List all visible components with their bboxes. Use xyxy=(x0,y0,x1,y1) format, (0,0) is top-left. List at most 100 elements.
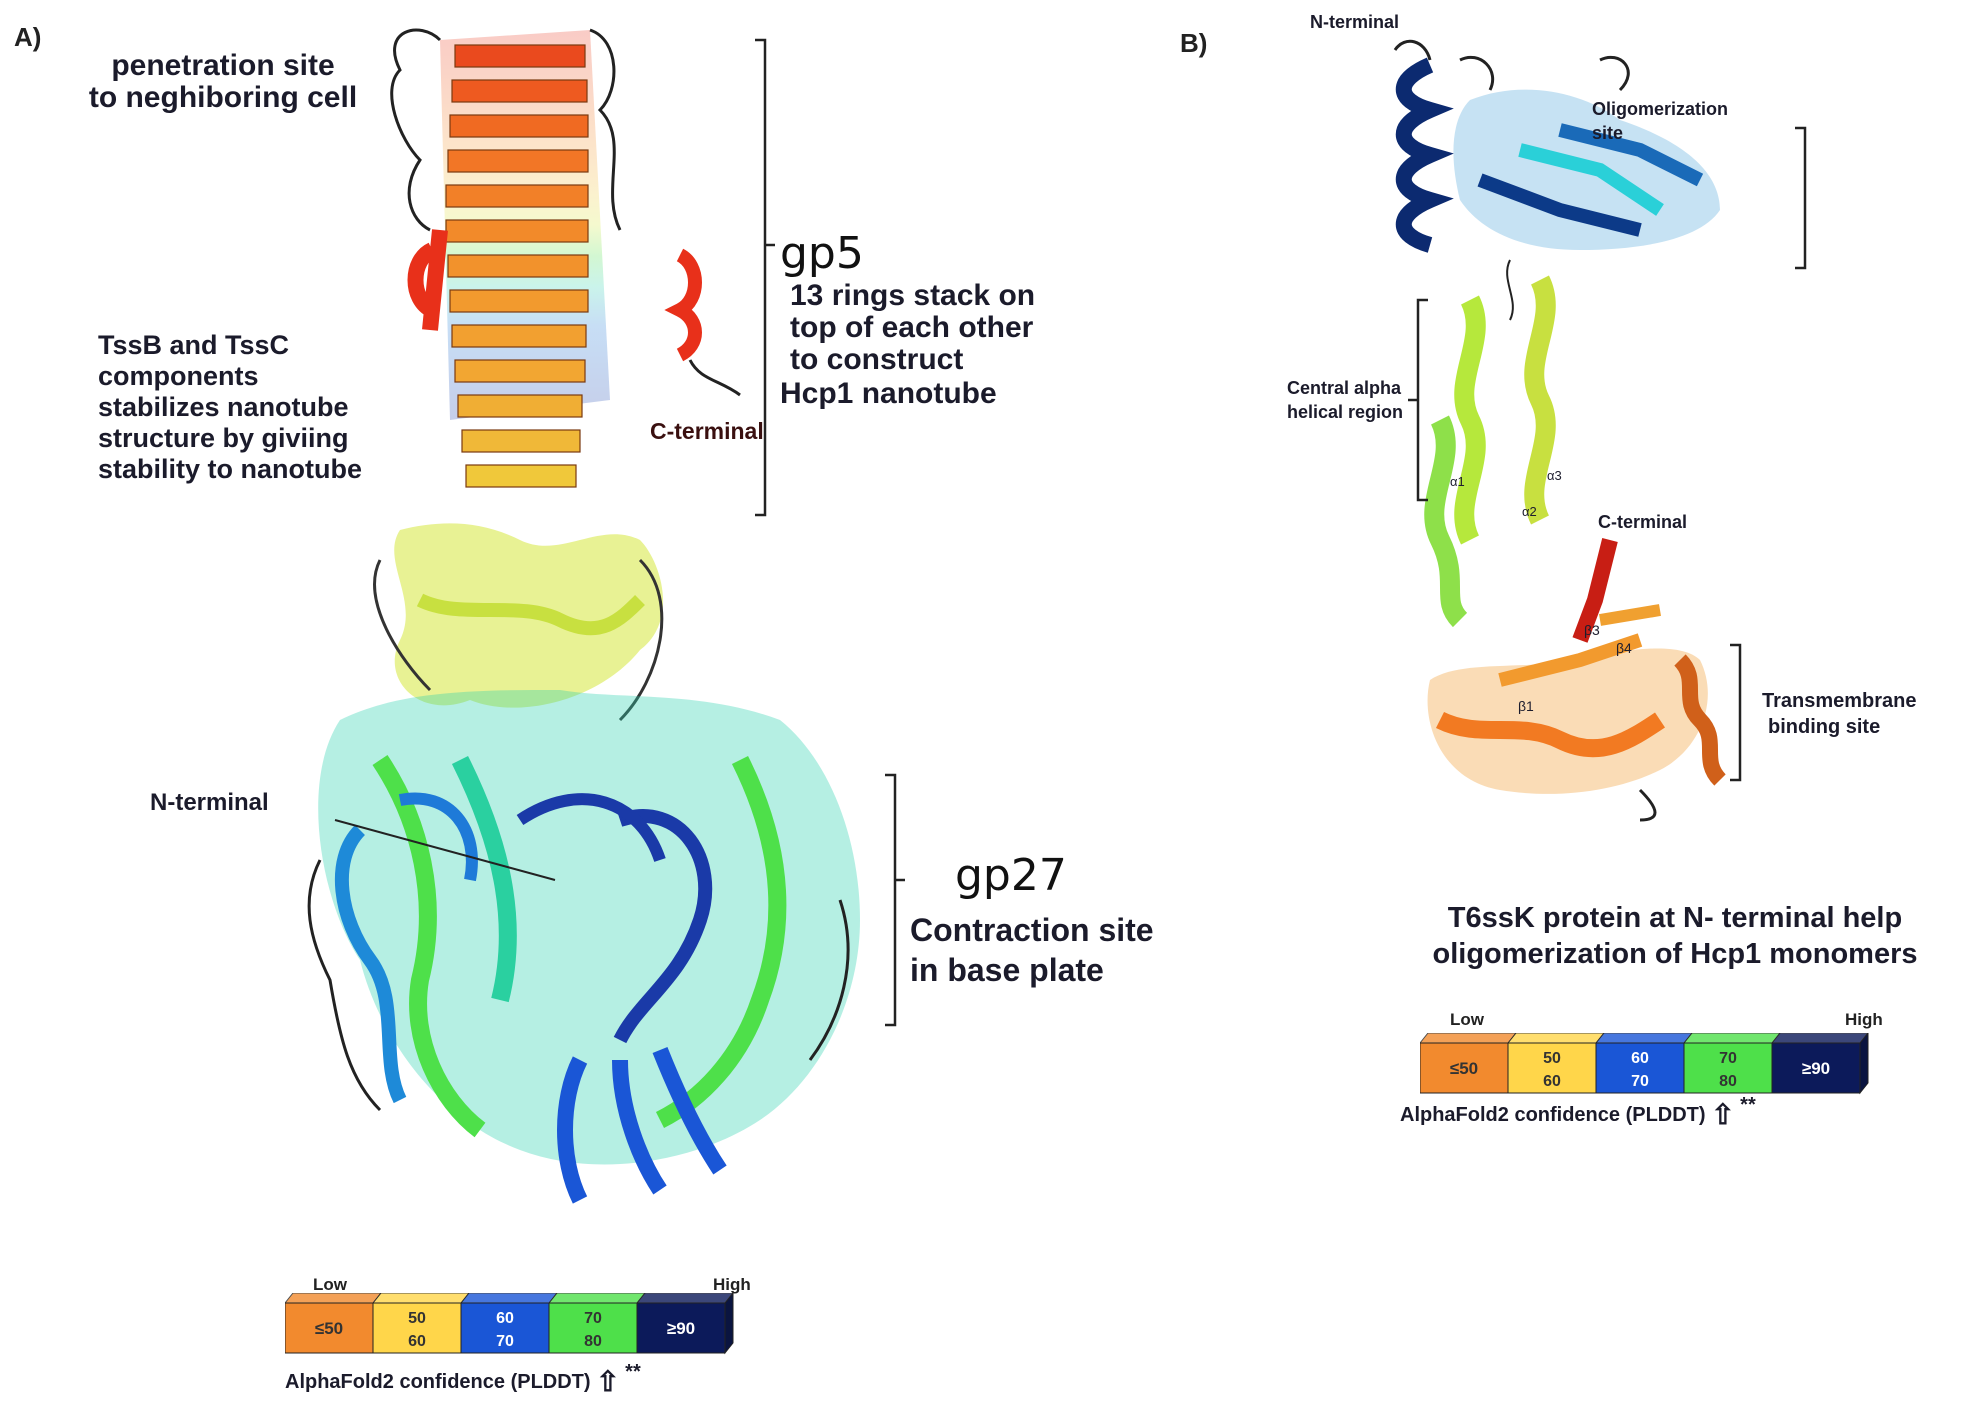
panel-b-brackets xyxy=(1408,126,1807,782)
b-legend-bin-0 xyxy=(1420,1042,1509,1094)
b-legend-bin-label-top-1: 50 xyxy=(1543,1050,1561,1067)
b-legend-bin-label-4: ≥90 xyxy=(1802,1059,1830,1078)
a-legend-bin-top-2 xyxy=(459,1293,558,1304)
a-legend-side xyxy=(724,1293,734,1355)
a-legend-bin-label-bottom-2: 70 xyxy=(496,1333,514,1350)
b-legend-bin-label-bottom-2: 70 xyxy=(1631,1073,1649,1090)
gp5-description: 13 rings stack on top of each other to c… xyxy=(790,280,1035,376)
a-legend-bin-label-4: ≥90 xyxy=(667,1319,695,1338)
b-legend-bin-top-4 xyxy=(1770,1033,1869,1044)
gp5-desc-line-2: top of each other xyxy=(790,311,1034,344)
ss-beta3: β3 xyxy=(1584,622,1600,638)
up-arrow-icon: ⇧ xyxy=(1711,1099,1735,1130)
b-legend-bin-label-top-3: 70 xyxy=(1719,1050,1737,1067)
olig-line-1: Oligomerization xyxy=(1592,99,1729,119)
panel-a-label: A) xyxy=(14,22,42,52)
middle-domain xyxy=(373,523,664,722)
tssb-tssc-label: TssB and TssC components stabilizes nano… xyxy=(98,330,362,485)
legend-bar-b: ≤50 50 60 60 70 70 80 ≥90 xyxy=(1420,1033,1869,1095)
olig-line-2: site xyxy=(1592,123,1624,143)
b-legend-bin-top-2 xyxy=(1594,1033,1693,1044)
up-arrow-icon: ⇧ xyxy=(596,1366,620,1397)
b-legend-side xyxy=(1859,1033,1869,1095)
b-legend-bin-top-1 xyxy=(1506,1033,1605,1044)
panel-b-structure xyxy=(1393,39,1727,822)
tss-line-2: components xyxy=(98,361,259,391)
b-legend-bin-label-bottom-1: 60 xyxy=(1543,1073,1561,1090)
legend-caption-text-a: AlphaFold2 confidence (PLDDT) xyxy=(285,1371,591,1393)
penetration-line-1: penetration site xyxy=(111,49,335,82)
panel-b-caption: T6ssK protein at N- terminal help oligom… xyxy=(1380,900,1970,972)
b-legend-bin-label-bottom-3: 80 xyxy=(1719,1073,1737,1090)
n-terminal-label-b: N-terminal xyxy=(1310,12,1400,32)
gp27-bracket xyxy=(885,773,905,1027)
ss-beta1: β1 xyxy=(1518,698,1534,714)
caption-line-1: T6ssK protein at N- terminal help xyxy=(1447,902,1903,934)
legend-stars-a: ** xyxy=(625,1361,641,1383)
oligomerization-site-label: Oligomerization site xyxy=(1592,97,1728,145)
legend-stars-b: ** xyxy=(1740,1094,1756,1116)
gp27-desc-line-2: in base plate xyxy=(910,952,1104,988)
c-terminal-label-a: C-terminal xyxy=(650,418,764,444)
a-legend-bin-label-0: ≤50 xyxy=(315,1319,343,1338)
gp27-title: gp27 xyxy=(955,850,1067,901)
a-legend-bin-top-4 xyxy=(635,1293,734,1304)
tm-line-1: Transmembrane xyxy=(1762,690,1917,712)
transmembrane-label: Transmembrane binding site xyxy=(1762,688,1917,740)
b-legend-bin-label-top-2: 60 xyxy=(1631,1050,1649,1067)
legend-high-b: High xyxy=(1845,1010,1883,1029)
tss-line-4: structure by giviing xyxy=(98,423,349,453)
gp27-desc-line-1: Contraction site xyxy=(910,912,1154,948)
a-legend-bin-3 xyxy=(548,1302,638,1354)
tss-line-5: stability to nanotube xyxy=(98,454,363,484)
b-legend-bin-label-0: ≤50 xyxy=(1450,1059,1478,1078)
legend-caption-a: AlphaFold2 confidence (PLDDT) ⇧ ** xyxy=(285,1361,641,1398)
legend-caption-b: AlphaFold2 confidence (PLDDT) ⇧ ** xyxy=(1400,1094,1756,1131)
legend-caption-text-b: AlphaFold2 confidence (PLDDT) xyxy=(1400,1104,1706,1126)
gp27-base-domain xyxy=(307,690,860,1204)
legend-low-a: Low xyxy=(313,1275,347,1294)
a-legend-bin-label-top-1: 50 xyxy=(408,1310,426,1327)
central-helical-label: Central alpha helical region xyxy=(1287,376,1403,424)
central-line-2: helical region xyxy=(1287,402,1404,422)
b-legend-bin-3 xyxy=(1683,1042,1773,1094)
a-legend-bin-top-3 xyxy=(547,1293,646,1304)
gp5-beta-helix xyxy=(390,28,741,488)
caption-line-2: oligomerization of Hcp1 monomers xyxy=(1432,938,1918,970)
hcp1-nanotube-label: Hcp1 nanotube xyxy=(780,377,997,410)
tm-line-2: binding site xyxy=(1768,716,1881,738)
penetration-line-2: to neghiboring cell xyxy=(88,81,358,114)
tss-line-1: TssB and TssC xyxy=(98,330,290,360)
panel-b-label: B) xyxy=(1180,28,1208,58)
a-legend-bin-top-1 xyxy=(371,1293,470,1304)
a-legend-bin-4 xyxy=(636,1302,726,1354)
central-line-1: Central alpha xyxy=(1287,378,1402,398)
n-terminal-pointer xyxy=(334,819,556,881)
gp5-desc-line-3: to construct xyxy=(790,343,964,376)
a-legend-bin-label-top-2: 60 xyxy=(496,1310,514,1327)
c-terminal-label-b: C-terminal xyxy=(1598,512,1688,532)
gp5-desc-line-1: 13 rings stack on xyxy=(790,279,1036,312)
penetration-site-label: penetration site to neghiboring cell xyxy=(58,50,388,114)
b-legend-bin-top-3 xyxy=(1682,1033,1781,1044)
tss-line-3: stabilizes nanotube xyxy=(98,392,349,422)
gp27-description: Contraction site in base plate xyxy=(910,910,1154,990)
ss-alpha1: α1 xyxy=(1450,474,1465,489)
n-terminal-label-a: N-terminal xyxy=(150,789,269,816)
a-legend-bin-top-0 xyxy=(285,1293,382,1304)
gp5-title: gp5 xyxy=(780,228,864,279)
ss-beta4: β4 xyxy=(1616,640,1632,656)
a-legend-bin-label-bottom-3: 80 xyxy=(584,1333,602,1350)
b-legend-bin-1 xyxy=(1507,1042,1597,1094)
a-legend-bin-label-top-3: 70 xyxy=(584,1310,602,1327)
legend-high-a: High xyxy=(713,1275,751,1294)
gp5-bracket xyxy=(755,38,775,517)
a-legend-bin-1 xyxy=(372,1302,462,1354)
ss-alpha3: α3 xyxy=(1547,468,1562,483)
a-legend-bin-2 xyxy=(460,1302,550,1354)
ss-alpha2: α2 xyxy=(1522,504,1537,519)
